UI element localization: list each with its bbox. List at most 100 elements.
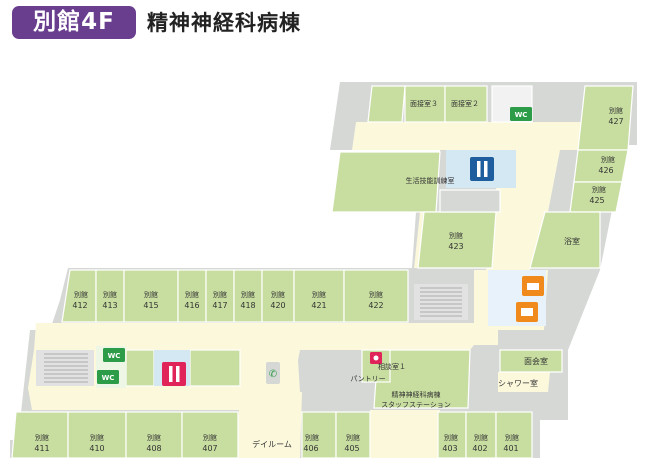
label-pantry: パントリー [350,375,385,383]
label-counseling-1: 相談室１ [378,362,406,371]
label-interview-3: 面接室３ [410,99,438,108]
room-402 [465,411,497,459]
room-425 [569,181,623,213]
room-labels: 面接室３ 面接室２ 生活技能訓練室 浴室 相談室１ パントリー 精神神経科病棟 … [34,99,623,453]
room-staff-station [373,349,471,409]
room-427 [577,85,634,151]
room-416 [177,269,207,323]
svg-text:WC: WC [108,352,121,360]
label-421-prefix: 別館 [312,290,326,299]
label-interview-2: 面接室２ [451,99,479,108]
label-422-number: 422 [368,301,383,310]
room-mid-1 [125,349,155,387]
room-417 [205,269,235,323]
label-shower-room: シャワー室 [498,378,538,388]
label-411-number: 411 [34,444,49,453]
label-403-number: 403 [442,444,457,453]
svg-text:WC: WC [102,374,115,382]
label-416-number: 416 [184,301,199,310]
label-418-number: 418 [240,301,255,310]
room-401 [495,411,533,459]
label-412-number: 412 [72,301,87,310]
room-block [367,85,406,123]
wc-icon: WC [103,348,125,362]
label-402-prefix: 別館 [474,433,488,442]
label-425-prefix: 別館 [592,185,606,194]
room-423 [417,211,497,269]
ward-title: 精神神経科病棟 [147,11,301,35]
room-420 [261,269,295,323]
label-417-number: 417 [212,301,227,310]
room-mid-2 [189,349,241,387]
label-life-skills: 生活技能訓練室 [406,176,455,185]
label-visitor-room: 面会室 [524,356,548,366]
room-421 [293,269,345,323]
phone-icon: ✆ [266,362,280,384]
label-410-number: 410 [89,444,104,453]
floor-badge: 別館4F [12,6,136,39]
label-413-prefix: 別館 [103,290,117,299]
label-410-prefix: 別館 [90,433,104,442]
label-422-prefix: 別館 [369,290,383,299]
label-416-prefix: 別館 [185,290,199,299]
label-402-number: 402 [472,444,487,453]
room-407 [181,411,239,459]
label-407-prefix: 別館 [203,433,217,442]
restroom-icon [470,157,494,181]
room-410 [67,411,127,459]
label-415-number: 415 [143,301,158,310]
room-408 [125,411,183,459]
label-staff-station-2: スタッフステーション [381,400,451,409]
label-405-prefix: 別館 [346,433,360,442]
label-411-prefix: 別館 [35,433,49,442]
label-401-prefix: 別館 [505,433,519,442]
room-bath [529,211,601,269]
restroom-icon [370,352,382,364]
label-426-number: 426 [598,166,613,175]
label-407-number: 407 [202,444,217,453]
label-427-prefix: 別館 [609,106,623,115]
label-427-number: 427 [608,117,623,126]
label-421-number: 421 [311,301,326,310]
label-staff-station-1: 精神神経科病棟 [392,390,441,399]
svg-text:✆: ✆ [269,369,277,380]
label-423-prefix: 別館 [449,231,463,240]
stairs-right [414,284,468,320]
label-413-number: 413 [102,301,117,310]
rooms [11,85,634,459]
label-403-prefix: 別館 [444,433,458,442]
restroom-icon [162,362,186,386]
label-417-prefix: 別館 [213,290,227,299]
label-401-number: 401 [503,444,518,453]
room-gray-block [439,189,501,213]
svg-text:WC: WC [515,111,528,119]
room-interview-2 [444,85,488,123]
label-408-number: 408 [146,444,161,453]
room-418 [233,269,263,323]
room-413 [95,269,125,323]
wc-icon: WC [510,107,532,121]
wc-icon: WC [97,370,119,384]
label-426-prefix: 別館 [601,155,615,164]
label-420-prefix: 別館 [271,290,285,299]
label-406-number: 406 [303,444,318,453]
label-405-number: 405 [344,444,359,453]
label-420-number: 420 [270,301,285,310]
room-405 [335,411,371,459]
label-408-prefix: 別館 [147,433,161,442]
bath-icon [516,302,538,322]
bath-icon [522,276,544,296]
label-425-number: 425 [589,196,604,205]
label-406-prefix: 別館 [305,433,319,442]
label-day-room: デイルーム [252,439,292,449]
label-412-prefix: 別館 [74,290,88,299]
label-bath: 浴室 [564,236,580,246]
stairs-left [36,350,94,386]
room-415 [123,269,179,323]
room-422 [343,269,409,323]
label-423-number: 423 [448,242,463,251]
label-418-prefix: 別館 [241,290,255,299]
label-415-prefix: 別館 [144,290,158,299]
room-visitor [499,349,563,373]
